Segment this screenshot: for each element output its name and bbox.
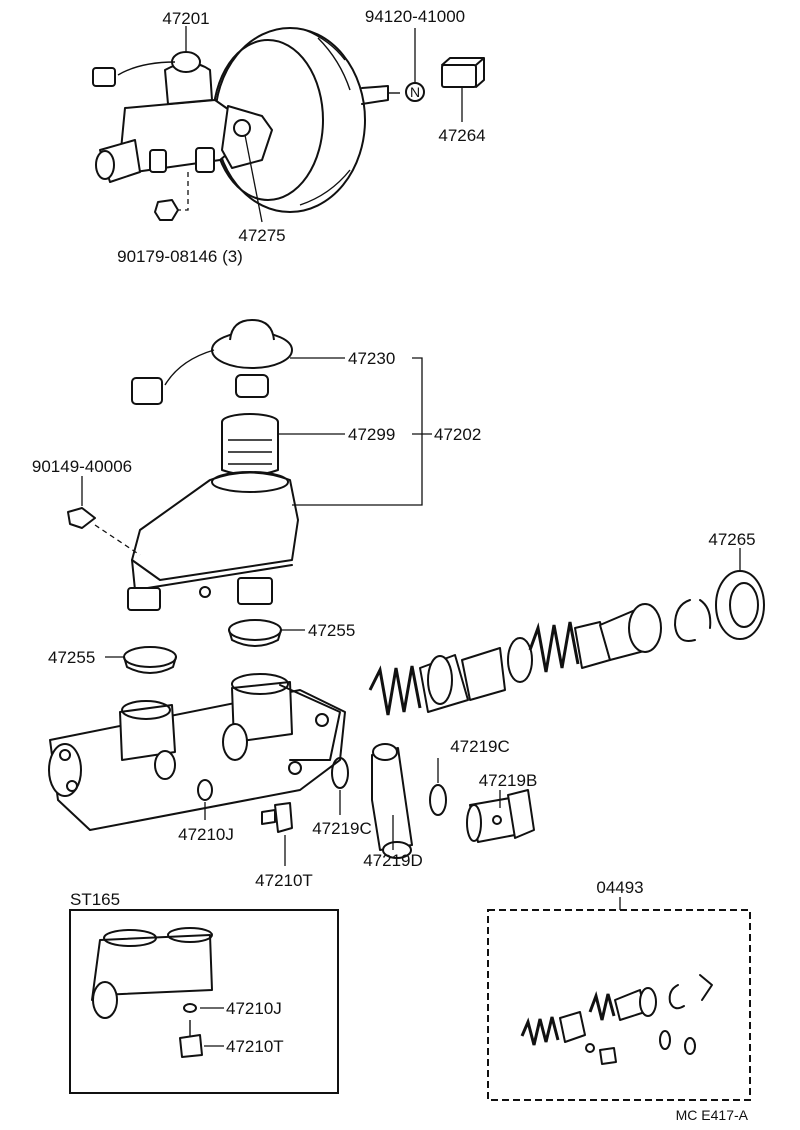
label-47202: 47202 xyxy=(434,425,481,444)
label-47264: 47264 xyxy=(438,126,485,145)
label-st165-47210t: 47210T xyxy=(226,1037,284,1056)
label-47210j: 47210J xyxy=(178,825,234,844)
label-47230: 47230 xyxy=(348,349,395,368)
part-labels: 47201 94120-41000 47264 47275 90179-0814… xyxy=(32,7,756,1123)
label-47255-right: 47255 xyxy=(308,621,355,640)
master-cylinder-assembly-top xyxy=(92,26,273,223)
label-47219c-top: 47219C xyxy=(450,737,510,756)
label-47210t: 47210T xyxy=(255,871,313,890)
reservoir-47202 xyxy=(67,357,432,611)
reservoir-cap-47230 xyxy=(131,319,345,405)
label-47219b: 47219B xyxy=(479,771,538,790)
master-cylinder-body xyxy=(48,673,346,831)
label-st165-47210j: 47210J xyxy=(226,999,282,1018)
grommets-47255 xyxy=(105,619,305,674)
clevis-47264 xyxy=(441,57,485,122)
nut-mark: N xyxy=(410,84,420,100)
label-90179-08146: 90179-08146 (3) xyxy=(117,247,243,266)
label-st165: ST165 xyxy=(70,890,120,909)
piston-assembly xyxy=(368,603,662,716)
st165-inset xyxy=(69,909,339,1094)
reference-code: MC E417-A xyxy=(676,1107,749,1123)
union-47219d xyxy=(371,743,413,859)
label-47265: 47265 xyxy=(708,530,755,549)
snap-ring xyxy=(674,599,712,642)
label-47299: 47299 xyxy=(348,425,395,444)
label-94120-41000: 94120-41000 xyxy=(365,7,465,26)
strainer-47299 xyxy=(221,413,345,476)
nut-94120: N xyxy=(405,28,425,102)
boot-47265 xyxy=(715,548,765,640)
gaskets-47219c xyxy=(331,757,447,816)
label-90149-40006: 90149-40006 xyxy=(32,457,132,476)
kit-04493 xyxy=(487,897,751,1101)
label-47275: 47275 xyxy=(238,226,285,245)
bolt-47219b xyxy=(466,789,535,843)
label-47219d: 47219D xyxy=(363,851,423,870)
label-04493: 04493 xyxy=(596,878,643,897)
label-47255-left: 47255 xyxy=(48,648,95,667)
label-47201: 47201 xyxy=(162,9,209,28)
switch-47210t xyxy=(261,802,293,866)
label-47219c-bottom: 47219C xyxy=(312,819,372,838)
washer-47210j xyxy=(197,779,213,820)
